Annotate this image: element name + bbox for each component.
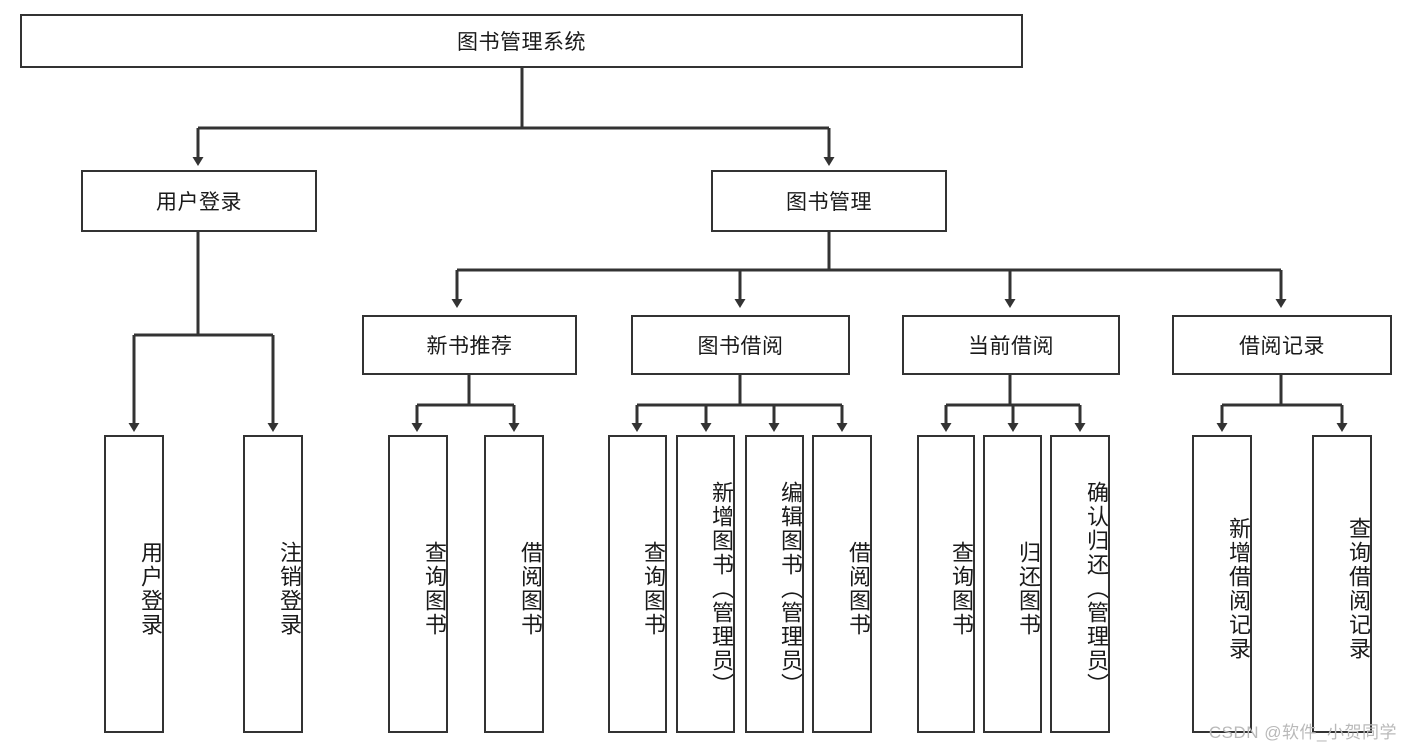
node-leaf-user-login[interactable]: 用户登录 [104, 435, 164, 733]
node-leaf-query-borrow-record[interactable]: 查询借阅记录 [1312, 435, 1372, 733]
node-current-borrowing[interactable]: 当前借阅 [902, 315, 1120, 375]
node-label: 归还图书 [1016, 541, 1041, 637]
node-label: 当前借阅 [968, 335, 1054, 358]
node-label: 新增借阅记录 [1226, 517, 1251, 661]
node-label: 借阅图书 [518, 541, 543, 637]
node-leaf-edit-book-admin[interactable]: 编辑图书（管理员） [745, 435, 804, 733]
node-label: 查询借阅记录 [1346, 517, 1371, 661]
node-leaf-query-book-borrow[interactable]: 查询图书 [608, 435, 667, 733]
node-leaf-add-book-admin[interactable]: 新增图书（管理员） [676, 435, 735, 733]
node-leaf-query-book-newbook[interactable]: 查询图书 [388, 435, 448, 733]
node-leaf-borrow-book[interactable]: 借阅图书 [812, 435, 872, 733]
node-label: 图书管理系统 [457, 31, 586, 54]
node-label: 新书推荐 [426, 335, 513, 358]
node-label: 图书借阅 [697, 335, 784, 358]
node-user-login[interactable]: 用户登录 [81, 170, 317, 232]
node-label: 查询图书 [949, 541, 974, 637]
node-leaf-query-book-current[interactable]: 查询图书 [917, 435, 975, 733]
node-leaf-borrow-book-newbook[interactable]: 借阅图书 [484, 435, 544, 733]
node-label: 借阅图书 [846, 541, 871, 637]
node-new-book-recommendation[interactable]: 新书推荐 [362, 315, 577, 375]
node-leaf-return-book[interactable]: 归还图书 [983, 435, 1042, 733]
node-leaf-add-borrow-record[interactable]: 新增借阅记录 [1192, 435, 1252, 733]
node-book-borrowing[interactable]: 图书借阅 [631, 315, 850, 375]
node-label: 用户登录 [138, 541, 163, 637]
node-root-book-management-system[interactable]: 图书管理系统 [20, 14, 1023, 68]
node-book-management[interactable]: 图书管理 [711, 170, 947, 232]
node-label: 编辑图书（管理员） [778, 481, 803, 697]
node-leaf-confirm-return-admin[interactable]: 确认归还（管理员） [1050, 435, 1110, 733]
node-leaf-logout[interactable]: 注销登录 [243, 435, 303, 733]
node-label: 确认归还（管理员） [1084, 481, 1109, 697]
node-label: 用户登录 [156, 191, 242, 214]
node-label: 借阅记录 [1239, 335, 1325, 358]
node-borrowing-records[interactable]: 借阅记录 [1172, 315, 1392, 375]
node-label: 注销登录 [277, 541, 302, 637]
node-label: 查询图书 [422, 541, 447, 637]
node-label: 新增图书（管理员） [709, 481, 734, 697]
node-label: 图书管理 [786, 191, 872, 214]
watermark-csdn: CSDN @软件_小贺同学 [1208, 723, 1397, 742]
node-label: 查询图书 [641, 541, 666, 637]
